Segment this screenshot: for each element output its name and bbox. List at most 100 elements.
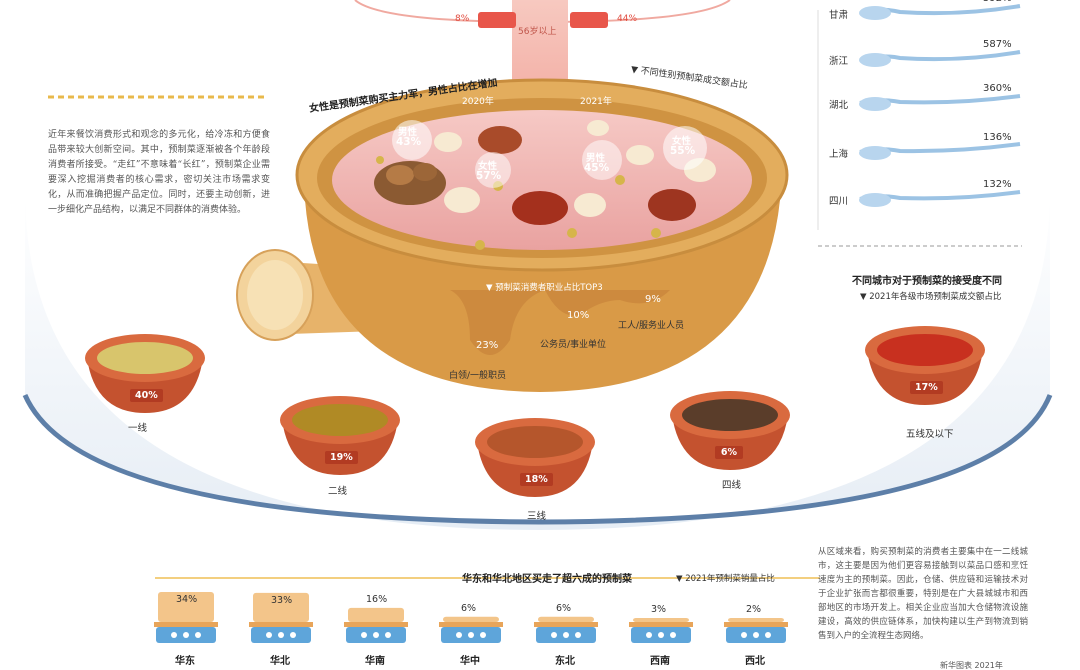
age-badge-right: [570, 12, 608, 28]
region-value-label: 33%: [271, 594, 293, 606]
region-value-label: 6%: [556, 602, 572, 614]
region-value-label: 3%: [651, 604, 667, 615]
region-scale-dial: [753, 632, 759, 638]
region-scale-dial: [563, 632, 569, 638]
region-bar: [538, 616, 594, 622]
region-scale-dial: [575, 632, 581, 638]
city-pct-badge: 40%: [130, 389, 163, 402]
region-scale-dial: [183, 632, 189, 638]
region-scale-dial: [468, 632, 474, 638]
province-value: 587%: [983, 39, 1012, 50]
region-bars: [154, 592, 788, 643]
occupation-category-label: 白领/一般职员: [449, 371, 507, 381]
region-scale-dial: [266, 632, 272, 638]
region-bar-tray: [439, 622, 503, 627]
region-scale-dial: [480, 632, 486, 638]
region-value-label: 6%: [461, 602, 477, 614]
city-subtitle: ▼ 2021年各级市场预制菜成交额占比: [860, 292, 1002, 302]
region-scale-dial: [741, 632, 747, 638]
gender-value-label: 55%: [670, 145, 696, 157]
city-bowl-food: [487, 426, 583, 458]
age-label: 56岁以上: [518, 27, 557, 37]
city-pct-badge: 17%: [910, 381, 943, 394]
occupation-value-label: 10%: [567, 310, 590, 321]
region-bar: [348, 607, 404, 622]
age-left-pct: 8%: [455, 14, 470, 24]
region-bar: [633, 618, 689, 622]
gender-value-label: 57%: [476, 170, 502, 182]
region-scale-dial: [658, 632, 664, 638]
region-bar-tray: [629, 622, 693, 627]
region-bar-tray: [344, 622, 408, 627]
occupation-title: ▼ 预制菜消费者职业占比TOP3: [486, 283, 603, 293]
city-bowls: [85, 326, 985, 497]
region-scale-dial: [195, 632, 201, 638]
province-name: 甘肃: [829, 10, 849, 21]
region-bar: [158, 592, 214, 622]
occupation-category-label: 工人/服务业人员: [618, 321, 685, 331]
region-scale-dial: [290, 632, 296, 638]
gender-series-name: 男性: [398, 127, 418, 138]
region-value-label: 16%: [366, 593, 388, 605]
region-scale-dial: [278, 632, 284, 638]
region-category-label: 西北: [745, 656, 765, 667]
city-tier-label: 三线: [527, 511, 547, 522]
region-scale-dial: [646, 632, 652, 638]
region-scale-dial: [456, 632, 462, 638]
region-value-label: 2%: [746, 604, 762, 615]
gender-value-label: 43%: [396, 136, 422, 148]
region-bar: [443, 616, 499, 622]
city-tier-label: 五线及以下: [906, 429, 954, 440]
region-bar-tray: [154, 622, 218, 627]
year-2021: 2021年: [580, 97, 612, 107]
city-tier-label: 二线: [328, 486, 348, 497]
region-title: 华东和华北地区买走了超六成的预制菜: [462, 574, 632, 585]
right-paragraph: 从区域来看，购买预制菜的消费者主要集中在一二线城市，这主要是因为他们更容易接触到…: [818, 547, 1028, 641]
province-value: 136%: [983, 132, 1012, 143]
province-value: 592%: [983, 0, 1012, 4]
region-category-label: 华中: [460, 656, 480, 667]
region-category-label: 东北: [555, 656, 575, 667]
region-category-label: 华北: [270, 656, 290, 667]
blue-arc-stroke: [22, 393, 1053, 525]
occupation-value-label: 9%: [645, 294, 661, 305]
region-value-label: 34%: [176, 594, 198, 605]
province-name: 四川: [829, 196, 849, 207]
province-name: 浙江: [829, 56, 849, 67]
region-scale-dial: [551, 632, 557, 638]
city-bowl-food: [682, 399, 778, 431]
region-subtitle: ▼ 2021年预制菜销量占比: [676, 574, 775, 584]
region-category-label: 西南: [650, 656, 670, 667]
city-tier-label: 一线: [128, 423, 148, 434]
region-scale-dial: [373, 632, 379, 638]
city-pct-badge: 18%: [520, 473, 553, 486]
region-scale-dial: [171, 632, 177, 638]
province-name: 湖北: [829, 100, 849, 111]
region-bar: [728, 618, 784, 622]
region-bar: [253, 592, 309, 622]
intro-paragraph: 近年来餐饮消费形式和观念的多元化，给冷冻和方便食品带来较大创新空间。其中，预制菜…: [48, 130, 270, 215]
age-right-pct: 44%: [617, 14, 638, 24]
province-spoons: [859, 4, 1021, 207]
age-badge-left: [478, 12, 516, 28]
city-pct-badge: 19%: [325, 451, 358, 464]
region-bar-tray: [724, 622, 788, 627]
region-scale-dial: [361, 632, 367, 638]
province-value: 132%: [983, 179, 1012, 190]
city-bowl-food: [292, 404, 388, 436]
region-scale-dial: [385, 632, 391, 638]
province-value: 360%: [983, 83, 1012, 94]
region-category-label: 华南: [365, 656, 385, 667]
region-category-label: 华东: [175, 656, 195, 667]
gender-series-name: 男性: [586, 153, 606, 164]
city-bowl-food: [877, 334, 973, 366]
region-scale-dial: [765, 632, 771, 638]
gender-series-name: 女性: [672, 136, 692, 147]
region-scale-dial: [670, 632, 676, 638]
bowl-drip: [450, 290, 670, 355]
gender-value-label: 45%: [584, 162, 610, 174]
occupation-value-label: 23%: [476, 340, 499, 351]
province-name: 上海: [829, 149, 849, 160]
city-tier-label: 四线: [722, 480, 742, 491]
